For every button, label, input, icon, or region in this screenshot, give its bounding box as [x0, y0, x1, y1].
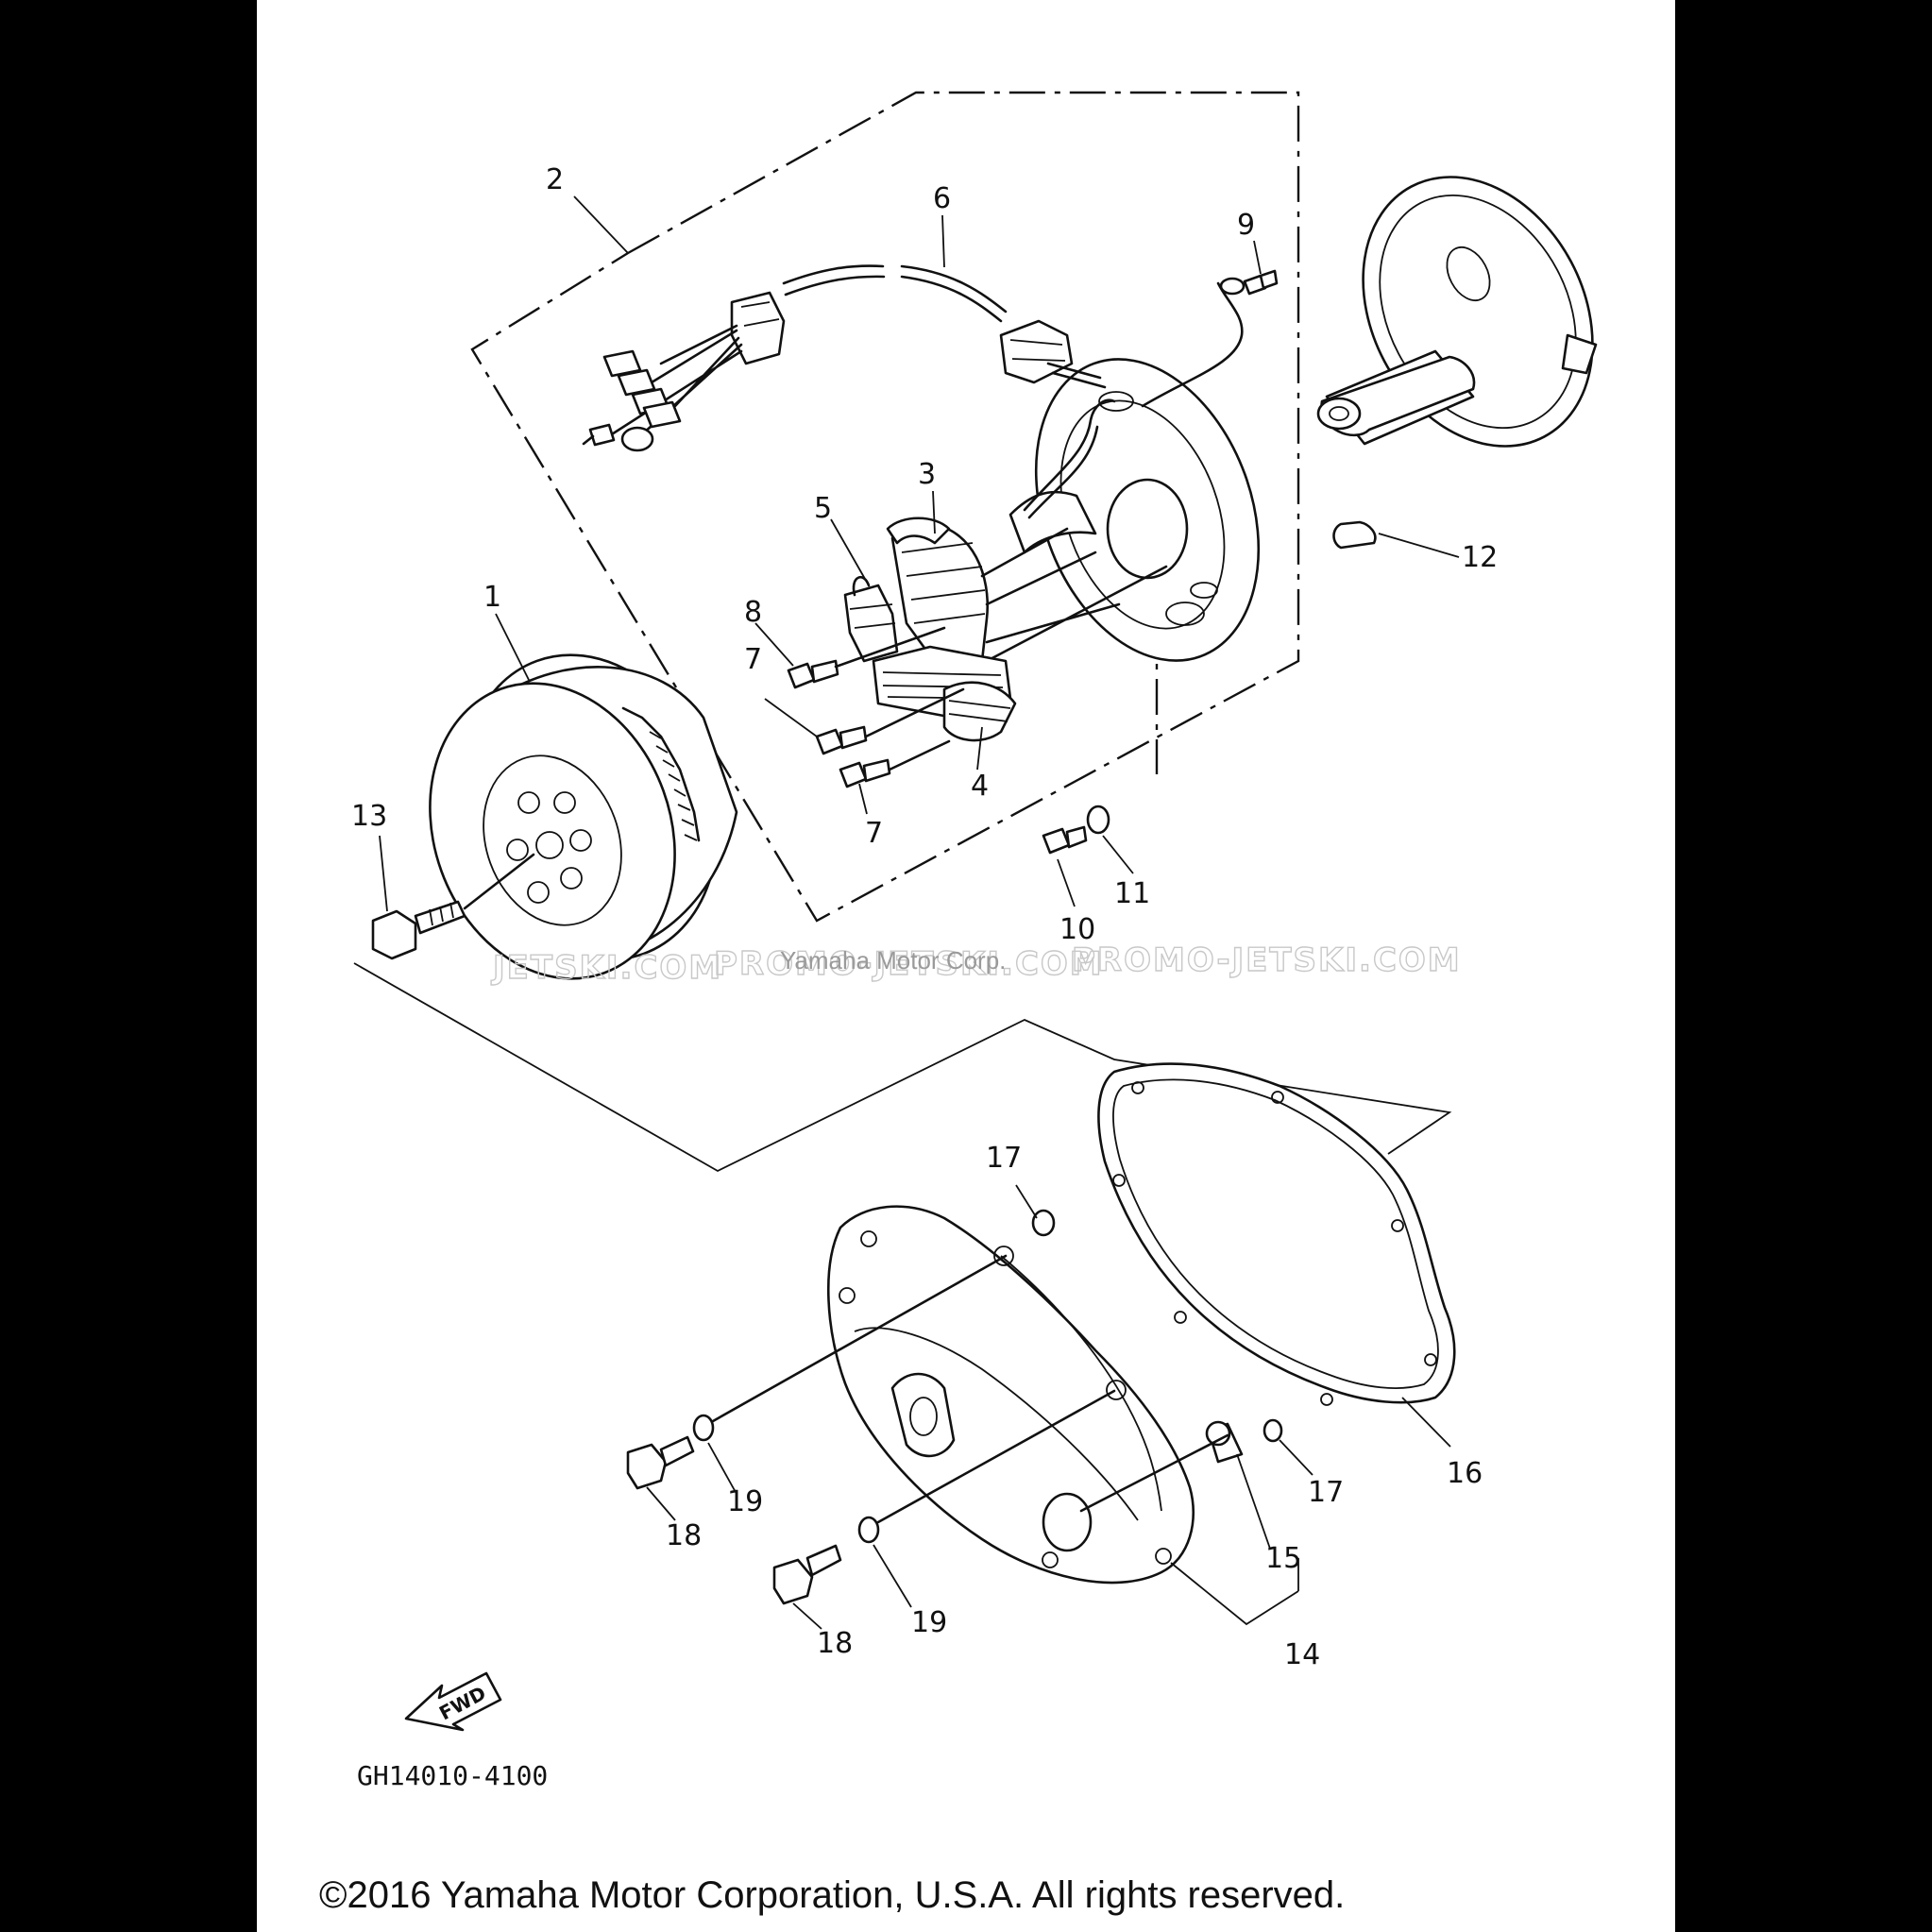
- callout-9: 9: [1237, 209, 1255, 242]
- charging-coil: [886, 517, 1168, 677]
- callout-3: 3: [918, 458, 936, 491]
- stator-screws: [787, 269, 1279, 855]
- callout-15: 15: [1265, 1542, 1301, 1575]
- callout-13: 13: [351, 800, 387, 833]
- callout-18a: 18: [666, 1519, 702, 1552]
- flywheel-group-outline: [353, 962, 1452, 1173]
- callout-16: 16: [1447, 1457, 1483, 1490]
- stator-plate: [1008, 358, 1261, 662]
- callout-2: 2: [546, 163, 564, 196]
- callout-numbers: 1 2 3 4 5 6 7 7 8 9 10 11 12 13 14 15 16…: [351, 163, 1498, 1671]
- callout-19a: 19: [727, 1485, 763, 1518]
- rotor-hub: [1316, 176, 1598, 448]
- callout-18b: 18: [817, 1627, 853, 1660]
- callout-10: 10: [1059, 913, 1095, 946]
- watermark-overlay: Yamaha Motor Corp.: [780, 946, 1006, 974]
- callout-11: 11: [1114, 877, 1150, 910]
- callout-19b: 19: [911, 1606, 947, 1639]
- watermark-text-2: PROMO-JETSKI.COM: [714, 945, 1104, 983]
- callout-4: 4: [971, 770, 989, 803]
- drawing-code: GH14010-4100: [357, 1760, 548, 1791]
- watermark: JETSKI.COM PROMO-JETSKI.COM PROMO-JETSKI…: [490, 941, 1462, 987]
- wire-harness: [582, 264, 1246, 452]
- callout-7a: 7: [744, 643, 762, 676]
- callout-1: 1: [483, 581, 501, 614]
- callout-7b: 7: [865, 817, 883, 850]
- callout-5: 5: [814, 492, 832, 525]
- callout-14: 14: [1284, 1638, 1320, 1671]
- callout-17b: 17: [1308, 1476, 1344, 1509]
- generator-cover: [826, 1205, 1195, 1585]
- callout-8: 8: [744, 596, 762, 629]
- fwd-arrow-icon: FWD: [404, 1671, 502, 1732]
- watermark-text-3: PROMO-JETSKI.COM: [1072, 941, 1462, 979]
- callout-6: 6: [933, 182, 951, 215]
- woodruff-key: [1332, 520, 1377, 550]
- lighting-coil: [872, 645, 1017, 742]
- flywheel-bolt: [371, 853, 535, 960]
- callout-17a: 17: [986, 1142, 1022, 1175]
- cover-fasteners: [626, 1209, 1283, 1605]
- pickup-coil: [843, 576, 899, 663]
- leader-lines: [379, 195, 1460, 1630]
- copyright-footer: ©2016 Yamaha Motor Corporation, U.S.A. A…: [319, 1874, 1345, 1916]
- flywheel: [429, 653, 738, 980]
- cover-gasket: [1097, 1062, 1456, 1406]
- callout-12: 12: [1462, 541, 1498, 574]
- watermark-text-1: JETSKI.COM: [491, 949, 722, 987]
